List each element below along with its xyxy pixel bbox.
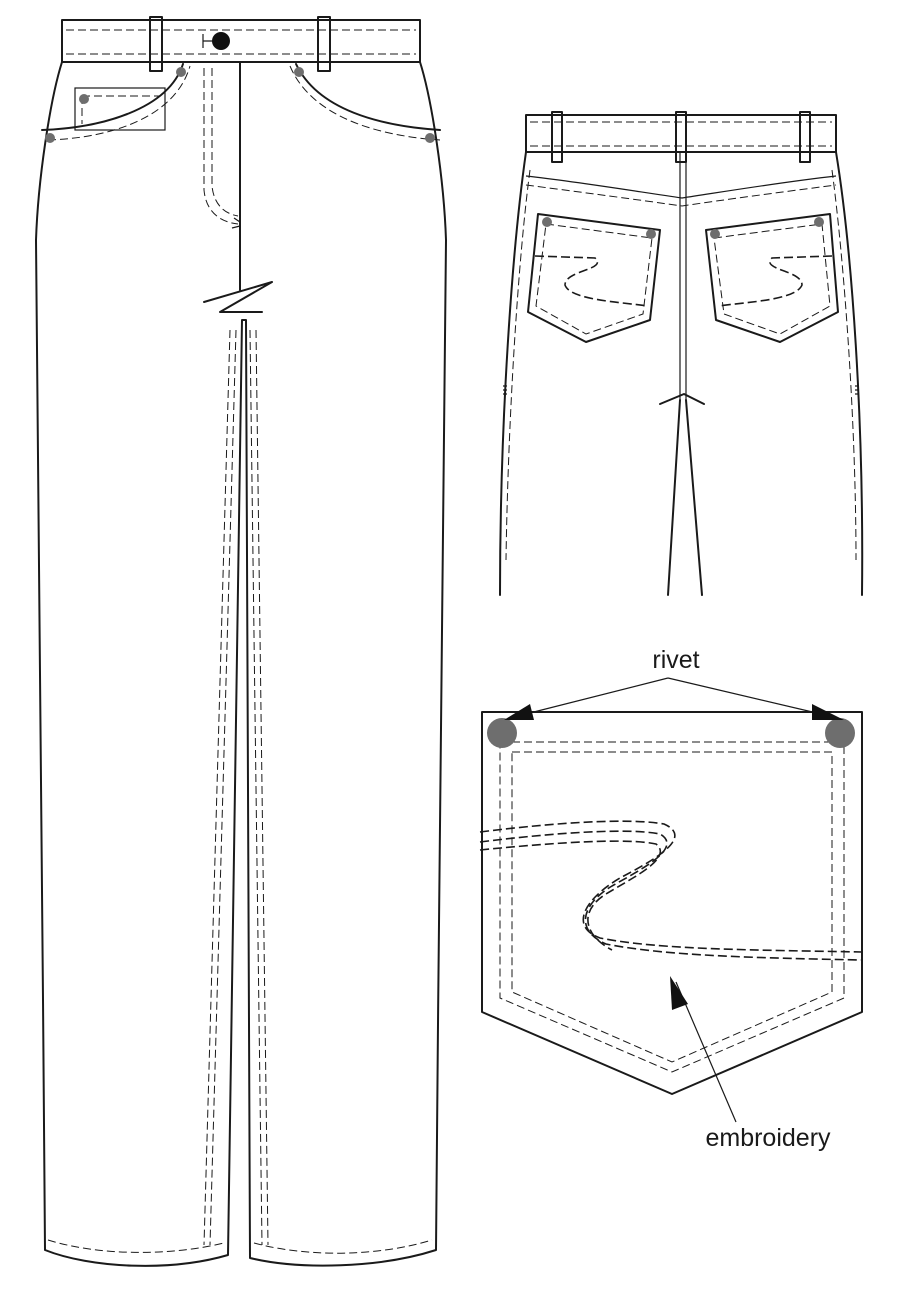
rivet-icon <box>79 94 89 104</box>
back-belt-loop-center <box>675 111 687 163</box>
rivet-icon <box>646 229 656 239</box>
pocket-detail-outline <box>481 711 863 1095</box>
back-pocket-left <box>527 213 661 343</box>
back-pocket-right <box>705 213 839 343</box>
rivet-icon <box>542 217 552 227</box>
rivet-label: rivet <box>652 646 699 674</box>
rivet-icon <box>825 718 855 748</box>
rivet-icon <box>45 133 55 143</box>
back-belt-loop-left <box>551 111 563 163</box>
embroidery-arrow <box>670 976 688 1010</box>
front-outline <box>35 19 447 1267</box>
rivet-icon <box>487 718 517 748</box>
front-pocket-left <box>41 63 184 131</box>
rivet-icon <box>176 67 186 77</box>
pocket-detail-view: rivet embroidery <box>479 646 863 1152</box>
rivet-icon <box>425 133 435 143</box>
belt-loop-right <box>317 16 331 72</box>
rivet-icon <box>294 67 304 77</box>
jeans-back-view <box>499 111 864 596</box>
jeans-front-view <box>35 16 447 1267</box>
embroidery-label: embroidery <box>705 1124 831 1152</box>
back-belt-loop-right <box>799 111 811 163</box>
belt-loop-left <box>149 16 163 72</box>
rivet-arrow-right <box>812 704 844 720</box>
rivet-icon <box>710 229 720 239</box>
rivet-arrow-left <box>504 704 534 720</box>
embroidery-callout: embroidery <box>670 976 831 1152</box>
rivet-icon <box>814 217 824 227</box>
embroidery-stitch <box>479 820 863 961</box>
rivet-callout: rivet <box>504 646 844 720</box>
jeans-button-icon <box>202 32 230 50</box>
front-pocket-right <box>295 63 441 131</box>
